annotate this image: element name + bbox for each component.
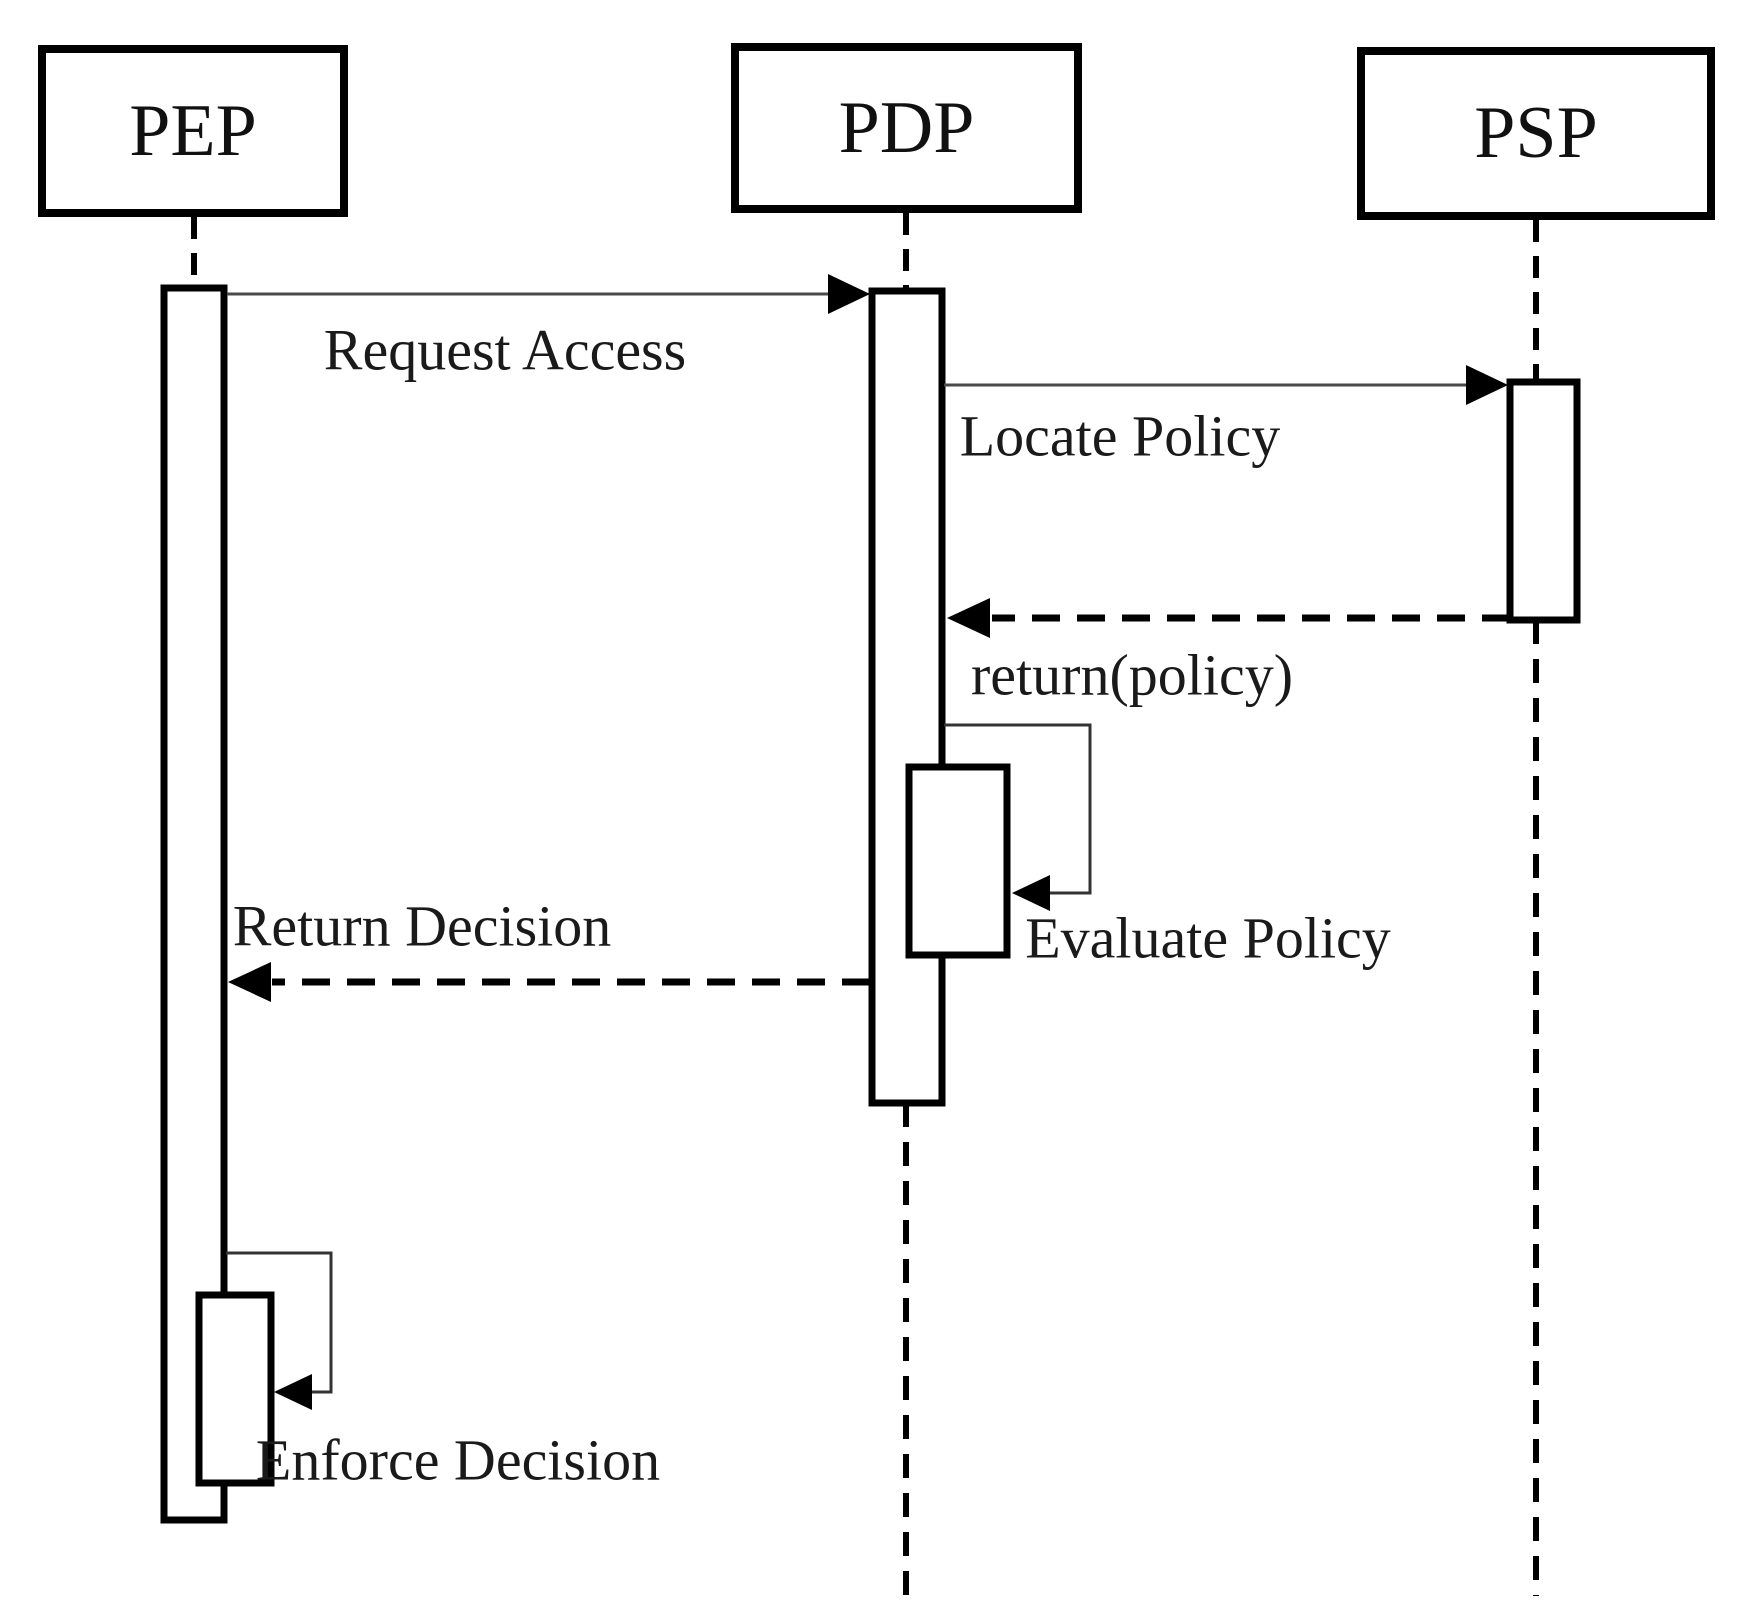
evaluate-policy-arrowhead-icon bbox=[1012, 875, 1050, 911]
psp-activation-bar bbox=[1506, 378, 1581, 624]
message-label-request-access: Request Access bbox=[323, 317, 687, 383]
message-label-return-policy: return(policy) bbox=[970, 642, 1294, 708]
actor-label-pdp: PDP bbox=[838, 86, 975, 169]
message-label-locate-policy: Locate Policy bbox=[959, 403, 1281, 469]
actor-box-psp: PSP bbox=[1357, 47, 1715, 220]
evaluate-policy-self-loop bbox=[944, 723, 1092, 895]
actor-label-pep: PEP bbox=[129, 89, 257, 172]
enforce-decision-arrowhead-icon bbox=[274, 1374, 312, 1410]
pdp-activation-bar bbox=[868, 287, 946, 1107]
message-label-return-decision: Return Decision bbox=[232, 893, 612, 959]
message-label-evaluate-policy: Evaluate Policy bbox=[1025, 905, 1391, 971]
actor-label-psp: PSP bbox=[1474, 92, 1598, 174]
return-decision-arrowhead-icon bbox=[228, 962, 271, 1002]
pep-nested-activation-bar bbox=[195, 1291, 275, 1487]
return-policy-arrowhead-icon bbox=[947, 598, 990, 638]
request-access-arrowhead-icon bbox=[828, 274, 870, 314]
message-label-enforce-decision: Enforce Decision bbox=[255, 1427, 661, 1493]
actor-box-pep: PEP bbox=[38, 45, 348, 217]
pdp-nested-activation-bar bbox=[905, 763, 1011, 959]
locate-policy-arrowhead-icon bbox=[1466, 365, 1508, 405]
actor-box-pdp: PDP bbox=[731, 43, 1082, 213]
